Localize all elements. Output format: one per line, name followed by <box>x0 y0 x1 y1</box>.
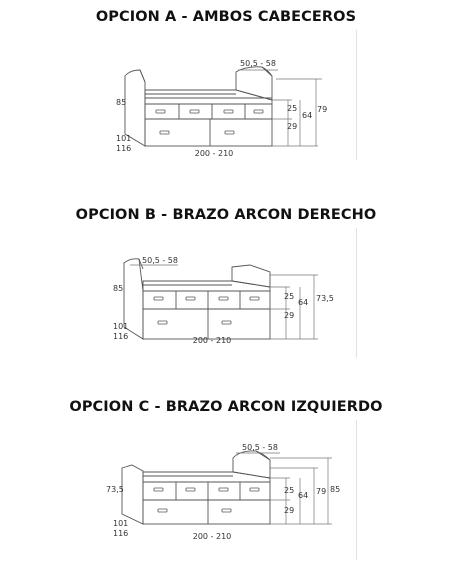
handle <box>224 130 235 135</box>
option-c-bed-diagram: 50,5 - 58 73,5 101 116 200 - 210 25 29 6… <box>106 443 340 541</box>
handle <box>189 109 200 114</box>
dim-lower: 29 <box>284 311 294 320</box>
handle <box>223 109 234 114</box>
option-b-bed-diagram: 50,5 - 58 85 101 116 200 - 210 25 29 64 … <box>113 256 334 345</box>
drawer-handles <box>155 109 264 135</box>
handle <box>218 487 229 492</box>
option-a-title: OPCION A - AMBOS CABECEROS <box>95 9 357 25</box>
dim-width-2: 116 <box>116 144 131 153</box>
dim-backrest-width: 50,5 - 58 <box>142 256 178 265</box>
dim-width-1: 101 <box>113 322 128 331</box>
dim-total: 64 <box>302 111 312 120</box>
dim-left-height: 73,5 <box>106 485 124 494</box>
dim-outer: 79 <box>317 105 327 114</box>
dim-width-2: 116 <box>113 529 128 538</box>
dim-upper: 25 <box>284 486 294 495</box>
handle <box>159 130 170 135</box>
handle <box>221 320 232 325</box>
right-headboard <box>232 450 271 479</box>
dim-lower: 29 <box>287 122 297 131</box>
dim-width-1: 101 <box>116 134 131 143</box>
handle <box>253 109 264 114</box>
page-edge-line <box>356 30 357 160</box>
dim-lower: 29 <box>284 506 294 515</box>
upper-drawer-row <box>143 291 270 310</box>
page-edge-line <box>356 420 357 560</box>
handle <box>185 487 196 492</box>
upper-drawer-row <box>143 482 270 501</box>
dim-backrest-width: 50,5 - 58 <box>242 443 278 452</box>
handle <box>157 508 168 513</box>
dim-outer: 73,5 <box>316 294 334 303</box>
dim-upper: 25 <box>284 292 294 301</box>
handle <box>249 296 260 301</box>
option-b-title: OPCION B - BRAZO ARCON DERECHO <box>75 207 377 223</box>
dim-length: 200 - 210 <box>193 532 232 541</box>
dim-left-height: 85 <box>116 98 126 107</box>
handle <box>153 487 164 492</box>
dim-total: 64 <box>298 298 308 307</box>
handle <box>249 487 260 492</box>
dim-outer-2: 85 <box>330 485 340 494</box>
left-armrest <box>121 464 144 525</box>
option-a-bed-diagram: 50,5 - 58 85 101 116 200 - 210 25 29 64 … <box>116 59 327 158</box>
dim-left-height: 85 <box>113 284 123 293</box>
dim-outer: 79 <box>316 487 326 496</box>
dim-width-1: 101 <box>113 519 128 528</box>
dimension-lines <box>238 69 322 147</box>
dim-backrest-width: 50,5 - 58 <box>240 59 276 68</box>
handle <box>221 508 232 513</box>
dim-total: 64 <box>298 491 308 500</box>
handle <box>157 320 168 325</box>
dimension-lines <box>130 264 318 340</box>
dim-upper: 25 <box>287 104 297 113</box>
dim-length: 200 - 210 <box>195 149 234 158</box>
handle <box>185 296 196 301</box>
handle <box>155 109 166 114</box>
drawer-handles <box>153 487 260 513</box>
dim-width-2: 116 <box>113 332 128 341</box>
bed-frame <box>142 280 271 340</box>
option-c-title: OPCION C - BRAZO ARCON IZQUIERDO <box>69 399 383 415</box>
bed-frame <box>142 471 271 525</box>
page-edge-line <box>356 228 357 358</box>
dim-length: 200 - 210 <box>193 336 232 345</box>
handle <box>218 296 229 301</box>
handle <box>153 296 164 301</box>
dimension-lines <box>236 452 332 525</box>
upper-drawer-row <box>145 104 272 120</box>
drawer-handles <box>153 296 260 325</box>
right-armrest <box>231 264 271 288</box>
bed-frame <box>144 89 273 147</box>
